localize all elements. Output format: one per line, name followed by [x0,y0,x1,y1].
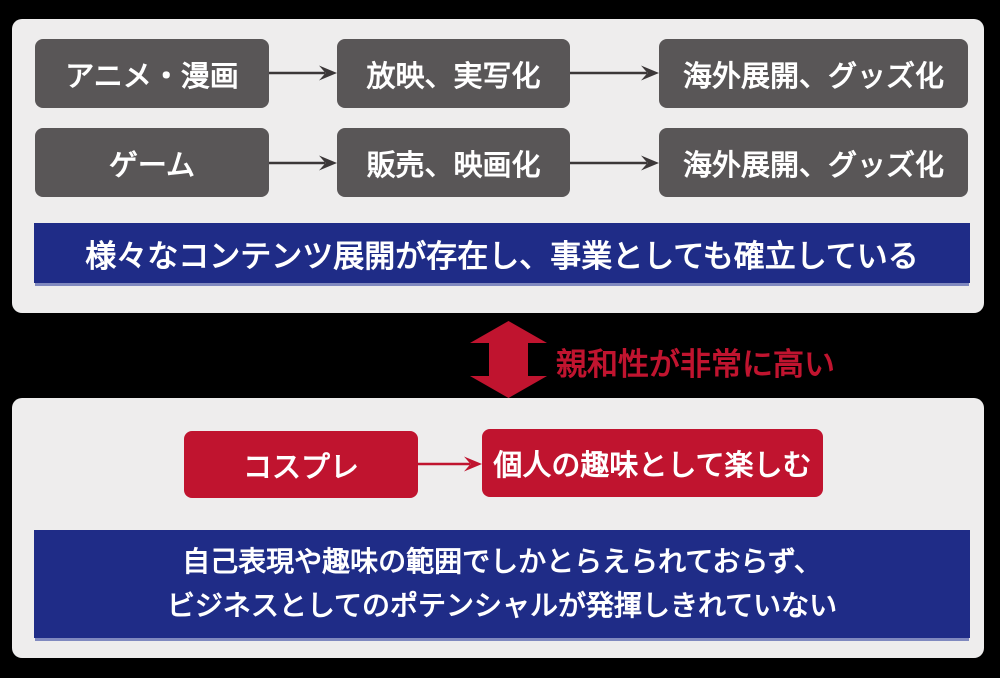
banner-line-2: ビジネスとしてのポテンシャルが発揮しきれていない [166,590,838,621]
flow-box-overseas-goods-2: 海外展開、グッズ化 [659,128,968,197]
cosplay-panel: コスプレ 個人の趣味として楽しむ 自己表現や趣味の範囲でしかとらえられておらず、… [12,398,984,658]
arrow-head [641,155,659,171]
arrow-right-icon [269,155,337,171]
flow-box-cosplay: コスプレ [184,431,418,498]
flow-box-sales-movie: 販売、映画化 [337,128,570,197]
arrow-right-icon [570,155,659,171]
arrow-head [319,65,337,81]
flow-box-label: 放映、実写化 [366,60,541,93]
flow-box-label: 個人の趣味として楽しむ [493,450,812,482]
flow-box-overseas-goods-1: 海外展開、グッズ化 [659,39,968,108]
potential-banner: 自己表現や趣味の範囲でしかとらえられておらず、 ビジネスとしてのポテンシャルが発… [34,530,970,638]
flow-box-game: ゲーム [35,128,269,197]
flow-box-personal-hobby: 個人の趣味として楽しむ [482,429,823,497]
arrow-right-icon [269,65,337,81]
flow-box-label: コスプレ [242,451,359,484]
flow-box-broadcast-liveaction: 放映、実写化 [337,39,570,108]
arrow-right-icon [570,65,659,81]
established-content-panel: アニメ・漫画 放映、実写化 海外展開、グッズ化 ゲーム 販売、映画化 [12,19,984,313]
flow-box-anime-manga: アニメ・漫画 [35,39,269,108]
up-down-arrow-icon [470,321,547,398]
established-banner: 様々なコンテンツ展開が存在し、事業としても確立している [34,223,970,283]
arrow-right-icon [418,456,482,472]
arrow-head [464,456,482,472]
flow-box-label: 海外展開、グッズ化 [682,149,944,182]
banner-text: 様々なコンテンツ展開が存在し、事業としても確立している [85,238,919,274]
arrow-head [641,65,659,81]
flow-box-label: アニメ・漫画 [65,60,239,93]
up-down-arrow-shape [470,321,547,398]
flow-box-label: ゲーム [108,149,196,182]
banner-line-1: 自己表現や趣味の範囲でしかとらえられておらず、 [182,546,822,577]
flow-box-label: 販売、映画化 [366,149,541,182]
flow-box-label: 海外展開、グッズ化 [682,60,944,93]
affinity-label: 親和性が非常に高い [556,347,835,382]
arrow-head [319,155,337,171]
